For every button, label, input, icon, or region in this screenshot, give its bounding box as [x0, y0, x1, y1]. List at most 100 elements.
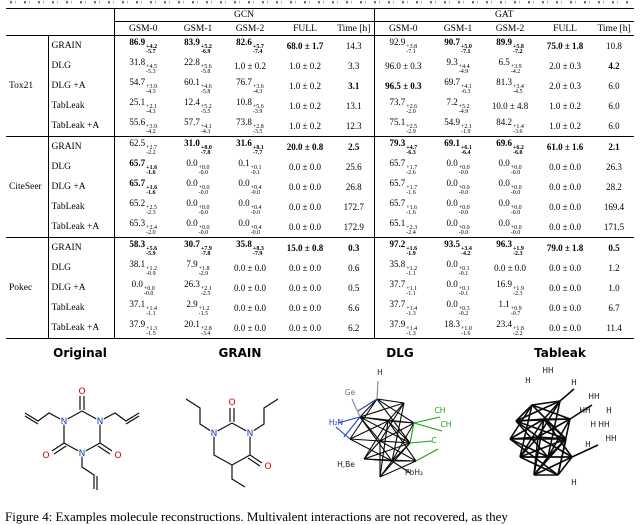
- value-cell: 0.0 ± 0.0: [549, 181, 582, 192]
- graph-edge: [569, 404, 593, 420]
- col-gat-full: FULL: [536, 21, 595, 36]
- value-cell: 0.0 ± 0.0: [289, 201, 321, 212]
- value-cell: 54.9+2.1-1.9: [432, 115, 485, 137]
- value-cell: 31.6+8.1-7.7: [236, 137, 264, 157]
- value-cell: 25.6: [334, 156, 375, 177]
- value-cell: 16.9+1.9-2.3: [496, 278, 524, 298]
- value-cell: 172.9: [334, 216, 375, 238]
- graph-edge: [413, 422, 443, 432]
- panel-label-dlg: DLG: [386, 345, 414, 360]
- dataset-label: CiteSeer: [6, 136, 49, 238]
- atom-label-O: O: [264, 462, 271, 472]
- dataset-label: Tox21: [6, 35, 49, 137]
- value-cell: 0.0 ± 0.0: [549, 201, 582, 212]
- value-cell: 0.0+0.0-0.0: [446, 197, 470, 217]
- value-cell: 0.0+0.0-0.0: [498, 157, 522, 177]
- figure-4: Original O O O N N N GRAIN O O: [0, 345, 640, 501]
- value-cell: 13.1: [334, 95, 375, 116]
- value-cell: 0.0 ± 0.0: [234, 282, 266, 293]
- value-cell: 35.8+8.3-7.9: [236, 238, 264, 258]
- value-cell: 1.0 ± 0.2: [289, 100, 321, 111]
- value-cell: 0.0 ± 0.0: [549, 282, 582, 293]
- value-cell: 0.1+0.1-0.1: [238, 157, 262, 177]
- value-cell: 26.3+2.1-2.5: [184, 278, 212, 298]
- value-cell: 30.7+7.9-7.8: [184, 238, 212, 258]
- value-cell: 38.1+1.2-0.9: [129, 258, 158, 278]
- value-cell: 6.0: [594, 115, 635, 137]
- value-cell: 57.7+4.1-4.3: [172, 115, 224, 137]
- value-cell: 0.0+0.0-0.0: [186, 177, 210, 197]
- group-header-row: GCN GAT: [6, 7, 635, 23]
- atom-label-N: N: [211, 429, 218, 439]
- col-gcn-gsm2: GSM-2: [224, 21, 276, 36]
- value-cell: 1.0 ± 0.2: [289, 80, 321, 91]
- value-cell: 10.8+5.6-3.9: [236, 96, 264, 116]
- value-cell: 20.0 ± 0.8: [286, 141, 324, 152]
- graph-node-label: H: [525, 376, 531, 385]
- method-label: DLG +A: [48, 176, 115, 197]
- value-cell: 0.0+0.4-0.0: [238, 177, 262, 197]
- value-cell: 0.0 ± 0.0: [289, 161, 321, 172]
- value-cell: 60.1+4.6-5.8: [184, 76, 212, 96]
- value-cell: 65.7+1.6-1.6: [129, 157, 158, 177]
- graph-edge: [409, 440, 433, 444]
- graph-node-label: H: [571, 378, 577, 387]
- value-cell: 0.0+0.0-0.0: [131, 278, 155, 298]
- value-cell: 11.4: [594, 317, 635, 339]
- atom-label-O: O: [114, 451, 121, 461]
- col-gat-gsm1: GSM-1: [432, 21, 485, 36]
- value-cell: 54.7+3.9-4.3: [129, 76, 158, 96]
- value-cell: 0.0 ± 0.0: [276, 317, 334, 339]
- value-cell: 82.6+5.7-7.4: [236, 36, 264, 56]
- value-cell: 2.0 ± 0.3: [549, 60, 582, 71]
- graph-node-label: H,Be: [337, 460, 355, 469]
- molecule-original-image: O O O N N N: [24, 386, 140, 490]
- value-cell: 81.3+3.4-4.5: [496, 76, 524, 96]
- value-cell: 65.3+2.4-2.0: [114, 216, 172, 238]
- value-cell: 0.0+0.0-0.0: [446, 157, 470, 177]
- value-cell: 68.0 ± 1.7: [286, 40, 324, 51]
- value-cell: 73.8+2.8-3.5: [224, 115, 276, 137]
- gat-group-header: GAT: [374, 7, 635, 23]
- value-cell: 76.7+3.6-4.3: [236, 76, 264, 96]
- value-cell: 69.1+6.1-6.4: [444, 137, 472, 157]
- value-cell: 61.0 ± 1.6: [546, 141, 584, 152]
- value-cell: 1.0 ± 0.2: [276, 115, 334, 137]
- value-cell: 23.4+1.8-2.2: [484, 317, 537, 339]
- col-gat-time: Time [h]: [594, 21, 635, 36]
- value-cell: 12.4+5.2-5.5: [184, 96, 212, 116]
- value-cell: 31.8+4.5-5.3: [129, 56, 158, 76]
- value-cell: 10.8: [606, 40, 622, 51]
- value-cell: 0.0 ± 0.0: [494, 262, 527, 273]
- value-cell: 28.2: [606, 181, 622, 192]
- value-cell: 86.9+4.2-5.7: [129, 36, 158, 56]
- value-cell: 84.2+1.4-3.6: [484, 115, 537, 137]
- dataset-label: Pokec: [6, 237, 49, 339]
- value-cell: 6.0: [608, 80, 620, 91]
- value-cell: 1.2: [608, 262, 620, 273]
- panel-label-original: Original: [53, 345, 107, 360]
- method-label: DLG: [48, 156, 115, 177]
- method-label: DLG: [48, 55, 115, 76]
- col-gcn-time: Time [h]: [334, 21, 375, 36]
- value-cell: 26.3: [606, 161, 622, 172]
- graph-node-label: H₂N: [329, 418, 343, 427]
- graph-edge: [351, 398, 361, 418]
- atom-label-O: O: [78, 387, 85, 397]
- table-row: DLG 65.7+1.6-1.6 0.0+0.0-0.0 0.1+0.1-0.1 0.0…: [6, 156, 634, 177]
- value-cell: 4.2: [608, 60, 620, 71]
- value-cell: 10.0 ± 4.8: [491, 100, 529, 111]
- graph-node-label: H: [585, 440, 591, 449]
- method-label: TabLeak: [48, 297, 115, 318]
- value-cell: 0.0+0.0-0.0: [432, 216, 485, 238]
- graph-node-label: H: [571, 478, 577, 487]
- value-cell: 96.3+1.9-2.3: [496, 238, 524, 258]
- value-cell: 69.6+6.2-6.0: [496, 137, 524, 157]
- value-cell: 20.1+2.8-3.4: [172, 317, 224, 339]
- value-cell: 31.0+8.0-7.8: [184, 137, 212, 157]
